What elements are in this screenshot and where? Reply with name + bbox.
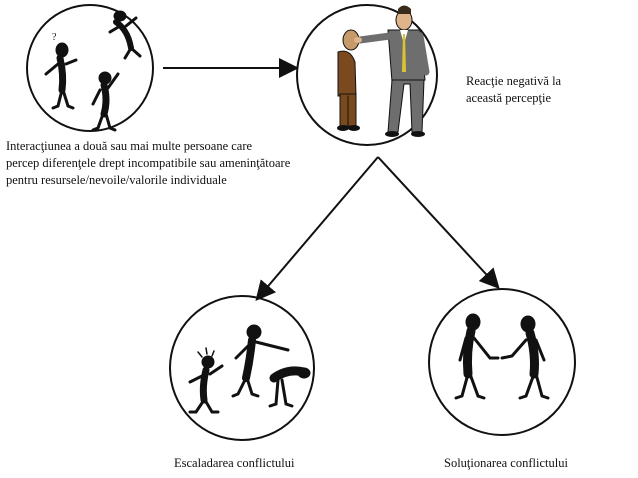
interaction-label-line: pentru resursele/nevoile/valorile indivi… xyxy=(6,173,227,187)
resolution-circle xyxy=(428,288,576,436)
businessman-scolding-icon xyxy=(337,5,430,137)
stick-figure-group-icon: ? xyxy=(44,10,142,132)
reaction-label: Reacţie negativă la această percepţie xyxy=(466,73,561,107)
interaction-label-line: Interacţiunea a două sau mai multe perso… xyxy=(6,139,253,153)
handshake-icon xyxy=(454,313,550,400)
interaction-label-line: percep diferenţele drept incompatibile s… xyxy=(6,156,291,170)
reaction-label-line: Reacţie negativă la xyxy=(466,74,562,88)
reaction-label-line: această percepţie xyxy=(466,91,552,105)
interaction-label: Interacţiunea a două sau mai multe perso… xyxy=(6,138,290,189)
svg-text:?: ? xyxy=(52,32,57,43)
arrow-to-escalation xyxy=(255,156,379,302)
escalation-label-text: Escaladarea conflictului xyxy=(174,456,295,470)
interaction-circle xyxy=(26,4,154,132)
escalation-label: Escaladarea conflictului xyxy=(174,455,294,472)
arrow-to-resolution xyxy=(377,156,500,289)
resolution-label-text: Soluţionarea conflictului xyxy=(444,456,568,470)
resolution-label: Soluţionarea conflictului xyxy=(444,455,568,472)
arguing-figures-icon xyxy=(188,324,311,414)
